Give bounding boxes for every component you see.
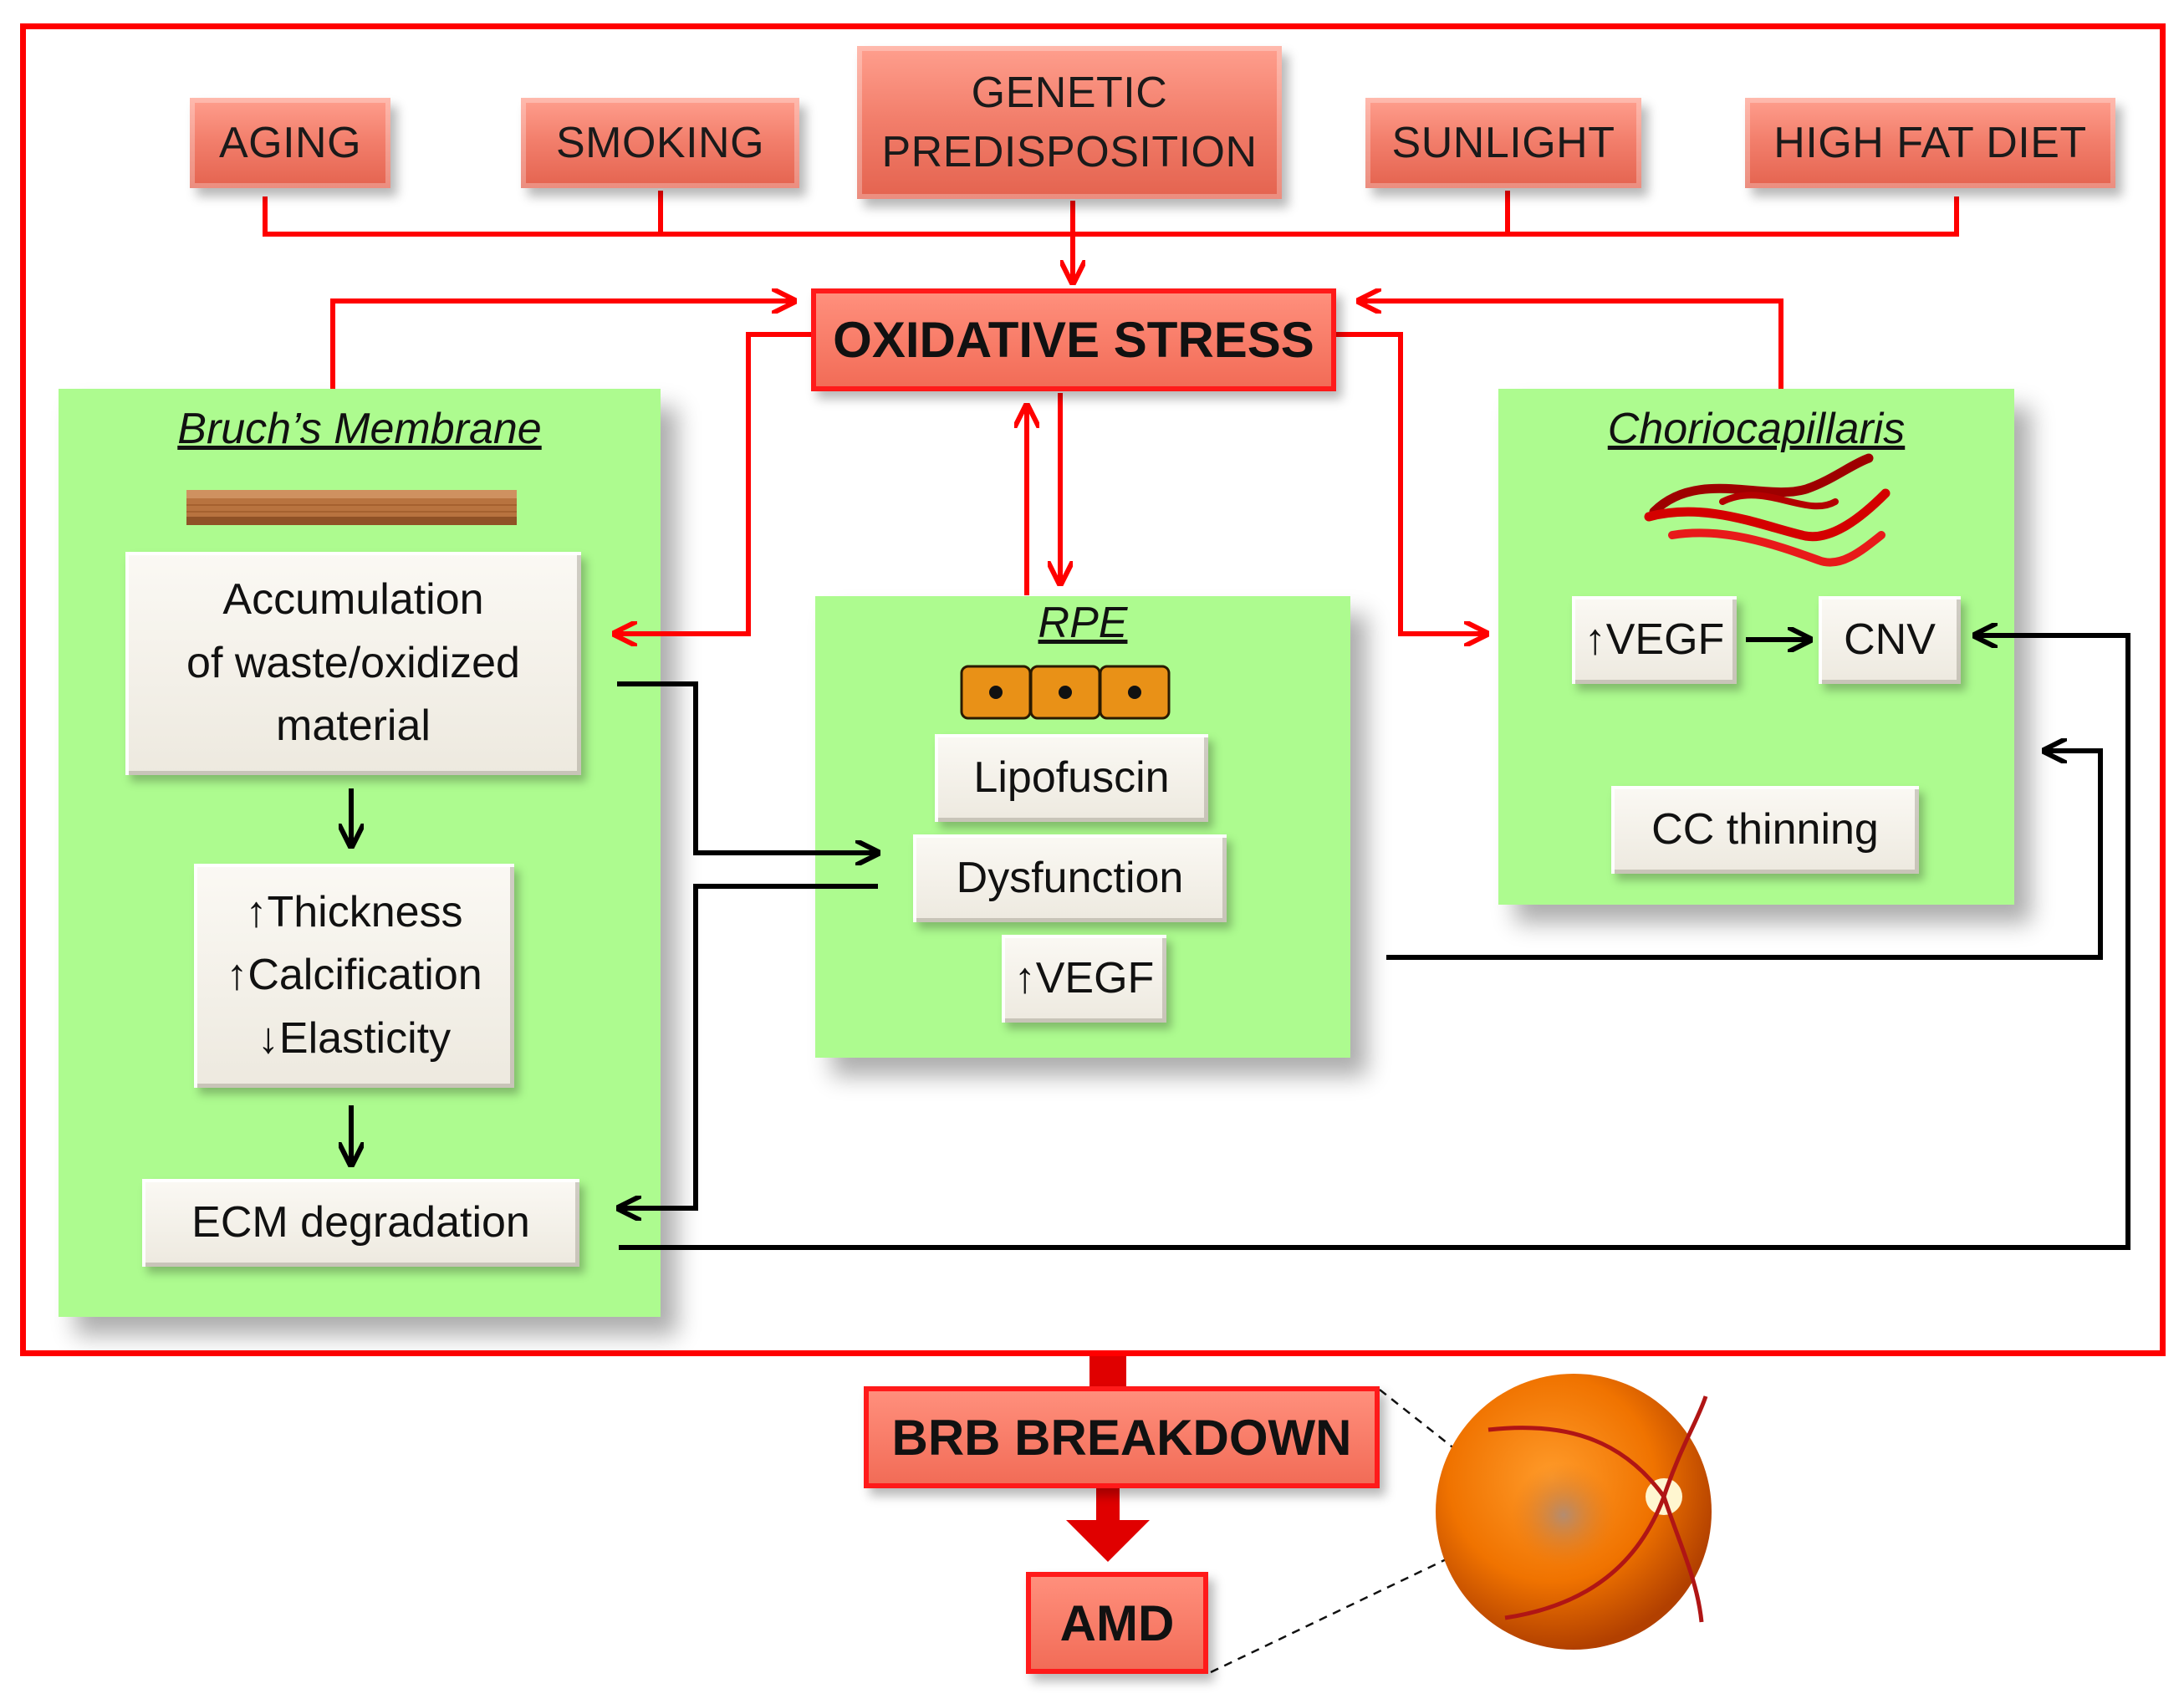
elasticity-row: ↓Elasticity <box>258 1008 451 1070</box>
rpe-cells <box>960 665 1171 720</box>
accumulation-box: Accumulation of waste/oxidized material <box>125 552 581 775</box>
calcification-label: Calcification <box>247 951 482 1000</box>
ecm-degradation-label: ECM degradation <box>191 1197 530 1247</box>
risk-factor-aging: AGING <box>190 98 390 188</box>
dysfunction-label: Dysfunction <box>956 853 1184 902</box>
oxidative-stress-outputs <box>615 332 1487 634</box>
bruchs-membrane-strip <box>186 490 517 525</box>
amd-label: AMD <box>1059 1594 1175 1651</box>
up-arrow-icon: ↑ <box>1584 615 1606 664</box>
down-arrow-icon: ↓ <box>257 1013 279 1063</box>
up-arrow-icon: ↑ <box>1013 953 1036 1003</box>
main-frame <box>20 23 2166 1356</box>
risk-factor-label: AGING <box>218 118 362 167</box>
rpe-vegf-box: ↑VEGF <box>1002 935 1166 1023</box>
risk-factor-high-fat-diet: HIGH FAT DIET <box>1745 98 2115 188</box>
cnv-label: CNV <box>1844 615 1936 664</box>
calcification-row: ↑Calcification <box>226 944 482 1007</box>
retina-illustration <box>1436 1374 1712 1650</box>
risk-factor-smoking: SMOKING <box>521 98 799 188</box>
oxidative-stress-box: OXIDATIVE STRESS <box>811 288 1336 391</box>
amd-box: AMD <box>1026 1572 1208 1674</box>
accumulation-line1: Accumulation <box>222 575 484 625</box>
lipofuscin-label: Lipofuscin <box>973 753 1170 802</box>
choriocapillaris-title: Choriocapillaris <box>1607 405 1906 453</box>
feedback-connectors <box>330 301 1783 389</box>
brb-breakdown-box: BRB BREAKDOWN <box>864 1386 1380 1488</box>
rpe-vegf-label: VEGF <box>1035 953 1155 1003</box>
dysfunction-box: Dysfunction <box>913 834 1227 922</box>
ecm-degradation-box: ECM degradation <box>142 1179 579 1267</box>
black-connectors <box>351 635 2130 1250</box>
cnv-box: CNV <box>1819 596 1961 684</box>
accumulation-line3: material <box>276 701 431 751</box>
accumulation-line2: of waste/oxidized <box>186 638 520 687</box>
risk-factor-label-line1: GENETIC <box>971 69 1168 118</box>
membrane-changes-box: ↑Thickness ↑Calcification ↓Elasticity <box>194 864 514 1088</box>
lipofuscin-box: Lipofuscin <box>935 734 1208 822</box>
thickness-label: Thickness <box>267 887 463 936</box>
capillary-vessels <box>1644 453 1891 567</box>
outcome-arrows <box>1066 1356 1150 1562</box>
rpe-title: RPE <box>1038 599 1128 647</box>
up-arrow-icon: ↑ <box>226 951 248 1000</box>
cc-vegf-box: ↑VEGF <box>1572 596 1737 684</box>
cc-vegf-label: VEGF <box>1605 615 1725 664</box>
risk-factor-label-line2: PREDISPOSITION <box>881 127 1258 176</box>
risk-factor-genetic-predisposition: GENETIC PREDISPOSITION <box>857 46 1282 199</box>
thickness-row: ↑Thickness <box>245 881 462 944</box>
risk-factor-label: HIGH FAT DIET <box>1773 118 2087 167</box>
oxidative-stress-label: OXIDATIVE STRESS <box>833 312 1314 368</box>
bruchs-membrane-title: Bruch’s Membrane <box>177 405 542 453</box>
brb-breakdown-label: BRB BREAKDOWN <box>891 1409 1352 1466</box>
risk-factor-sunlight: SUNLIGHT <box>1365 98 1641 188</box>
elasticity-label: Elasticity <box>278 1013 452 1063</box>
cc-thinning-box: CC thinning <box>1611 786 1919 874</box>
risk-factor-connectors <box>263 191 1959 283</box>
cc-thinning-label: CC thinning <box>1651 804 1879 854</box>
risk-factor-label: SMOKING <box>555 118 765 167</box>
up-arrow-icon: ↑ <box>245 887 268 936</box>
risk-factor-label: SUNLIGHT <box>1391 118 1615 167</box>
